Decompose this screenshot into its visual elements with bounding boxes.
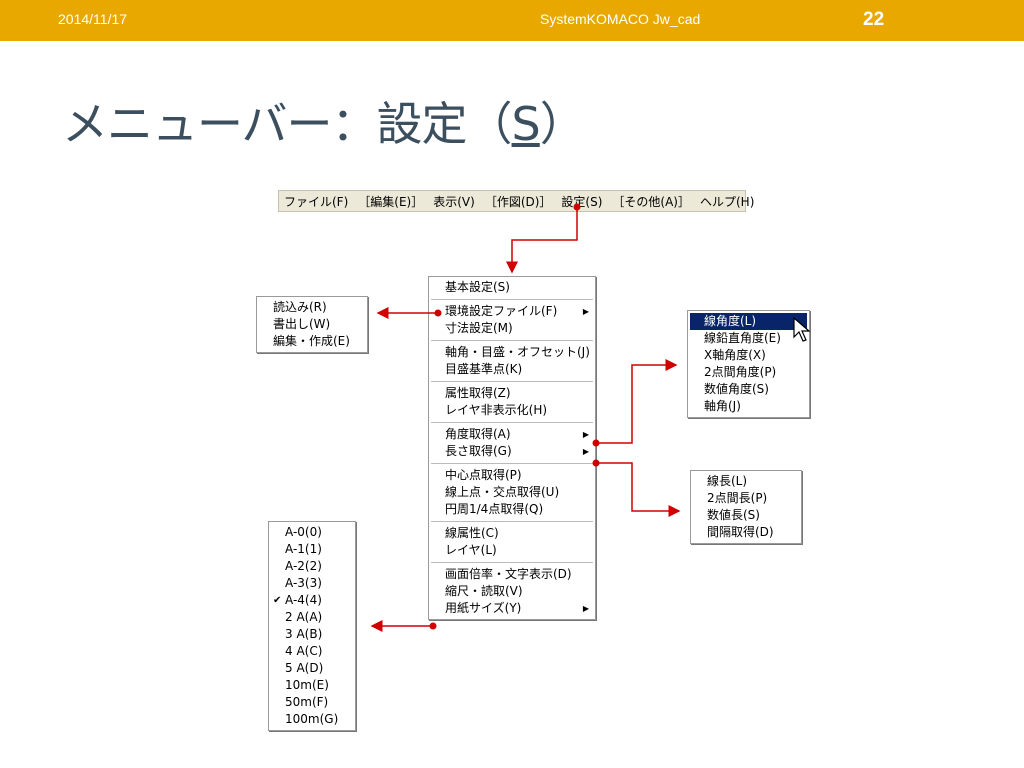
menubar-item-file[interactable]: ファイル(F)	[284, 194, 349, 209]
paper-item[interactable]: 4 A(C)	[285, 644, 323, 658]
menu-item-get-intersection[interactable]: 線上点・交点取得(U)	[445, 485, 560, 499]
menu-item-env-file-label: 環境設定ファイル(F)	[445, 304, 558, 318]
menu-item-env-file[interactable]: 環境設定ファイル(F) ▶	[429, 303, 595, 320]
submenu-arrow-icon: ▶	[582, 604, 589, 613]
header-title: SystemKOMACO Jw_cad	[540, 11, 701, 27]
menu-item-get-center[interactable]: 中心点取得(P)	[445, 468, 522, 482]
submenu-item-export[interactable]: 書出し(W)	[273, 317, 331, 331]
menu-item-get-attribute[interactable]: 属性取得(Z)	[445, 386, 511, 400]
paper-item[interactable]: A-1(1)	[285, 542, 322, 556]
menu-item-get-angle[interactable]: 角度取得(A) ▶	[429, 426, 595, 443]
menubar-item-view[interactable]: 表示(V)	[433, 194, 475, 209]
length-submenu: 線長(L) 2点間長(P) 数値長(S) 間隔取得(D)	[690, 470, 802, 544]
menu-item-screen-zoom[interactable]: 画面倍率・文字表示(D)	[445, 567, 572, 581]
env-file-submenu: 読込み(R) 書出し(W) 編集・作成(E)	[256, 296, 368, 353]
submenu-item-edit-create[interactable]: 編集・作成(E)	[273, 334, 350, 348]
menu-item-dimension-settings[interactable]: 寸法設定(M)	[445, 321, 513, 335]
submenu-arrow-icon: ▶	[582, 430, 589, 439]
submenu-item-two-point-length[interactable]: 2点間長(P)	[707, 491, 768, 505]
header-date: 2014/11/17	[58, 11, 128, 27]
menu-item-layer[interactable]: レイヤ(L)	[445, 543, 497, 557]
menu-item-paper-size-label: 用紙サイズ(Y)	[445, 601, 522, 615]
menu-item-line-attribute[interactable]: 線属性(C)	[445, 526, 499, 540]
paper-item[interactable]: A-3(3)	[285, 576, 322, 590]
title-suffix: ）	[539, 97, 586, 151]
submenu-item-two-point-angle[interactable]: 2点間角度(P)	[704, 365, 777, 379]
submenu-item-numeric-angle[interactable]: 数値角度(S)	[704, 382, 769, 396]
menu-bar: ファイル(F) ［編集(E)］ 表示(V) ［作図(D)］ 設定(S) ［その他…	[278, 190, 754, 212]
paper-item[interactable]: 5 A(D)	[285, 661, 324, 675]
menu-item-basic-settings[interactable]: 基本設定(S)	[445, 280, 510, 294]
menu-item-get-quarter-point[interactable]: 円周1/4点取得(Q)	[445, 502, 544, 516]
menu-item-scale-base[interactable]: 目盛基準点(K)	[445, 362, 523, 376]
menu-separator	[431, 340, 593, 341]
title-underlined-key: S	[511, 97, 541, 151]
menu-item-get-length-label: 長さ取得(G)	[445, 444, 512, 458]
arrow-to-length-submenu	[596, 462, 681, 517]
submenu-item-line-angle[interactable]: 線角度(L)	[690, 313, 807, 330]
menubar-item-settings[interactable]: 設定(S)	[561, 194, 603, 209]
slide-title: メニューバー：設定（S）	[62, 88, 586, 154]
settings-menu: 基本設定(S) 環境設定ファイル(F) ▶ 寸法設定(M) 軸角・目盛・オフセット…	[428, 276, 596, 620]
menu-item-hide-layer[interactable]: レイヤ非表示化(H)	[445, 403, 548, 417]
checkmark-icon: ✔	[273, 595, 282, 606]
menubar-item-edit[interactable]: ［編集(E)］	[358, 194, 424, 209]
title-prefix: メニューバー：設定（	[62, 97, 513, 151]
menu-item-axis-angle[interactable]: 軸角・目盛・オフセット(J)	[445, 345, 590, 359]
paper-item[interactable]: 2 A(A)	[285, 610, 323, 624]
paper-size-submenu: A-0(0) A-1(1) A-2(2) A-3(3) ✔A-4(4) 2 A(…	[268, 521, 356, 731]
slide-header: 2014/11/17 SystemKOMACO Jw_cad 22	[0, 0, 1024, 41]
paper-item-checked[interactable]: ✔A-4(4)	[269, 592, 355, 609]
menu-item-get-angle-label: 角度取得(A)	[445, 427, 511, 441]
submenu-arrow-icon: ▶	[582, 447, 589, 456]
menu-separator	[431, 381, 593, 382]
paper-item[interactable]: 3 A(B)	[285, 627, 323, 641]
submenu-item-load[interactable]: 読込み(R)	[273, 300, 327, 314]
paper-item-label: A-4(4)	[285, 593, 322, 607]
menu-separator	[431, 521, 593, 522]
arrow-menubar-to-menu	[506, 207, 578, 274]
angle-submenu: 線角度(L) 線鉛直角度(E) X軸角度(X) 2点間角度(P) 数値角度(S)…	[687, 310, 810, 418]
mouse-cursor-icon	[793, 317, 811, 342]
menubar-item-other[interactable]: ［その他(A)］	[612, 194, 690, 209]
menu-separator	[431, 562, 593, 563]
paper-item[interactable]: 50m(F)	[285, 695, 329, 709]
submenu-arrow-icon: ▶	[582, 307, 589, 316]
paper-item[interactable]: A-2(2)	[285, 559, 322, 573]
submenu-item-x-axis-angle[interactable]: X軸角度(X)	[704, 348, 766, 362]
submenu-item-vertical-angle[interactable]: 線鉛直角度(E)	[704, 331, 781, 345]
arrow-to-angle-submenu	[596, 359, 678, 444]
menubar-item-help[interactable]: ヘルプ(H)	[699, 194, 755, 209]
submenu-item-numeric-length[interactable]: 数値長(S)	[707, 508, 760, 522]
paper-item[interactable]: A-0(0)	[285, 525, 322, 539]
menu-item-scale-read[interactable]: 縮尺・読取(V)	[445, 584, 523, 598]
menu-separator	[431, 463, 593, 464]
submenu-item-axis-angle[interactable]: 軸角(J)	[704, 399, 741, 413]
menu-separator	[431, 299, 593, 300]
menu-item-get-length[interactable]: 長さ取得(G) ▶	[429, 443, 595, 460]
menu-separator	[431, 422, 593, 423]
arrow-dot	[429, 622, 437, 630]
submenu-item-line-length[interactable]: 線長(L)	[707, 474, 748, 488]
menubar-item-draw[interactable]: ［作図(D)］	[484, 194, 552, 209]
paper-item[interactable]: 100m(G)	[285, 712, 339, 726]
submenu-item-interval[interactable]: 間隔取得(D)	[707, 525, 774, 539]
paper-item[interactable]: 10m(E)	[285, 678, 329, 692]
menu-item-paper-size[interactable]: 用紙サイズ(Y) ▶	[429, 600, 595, 617]
page-number: 22	[863, 9, 885, 30]
